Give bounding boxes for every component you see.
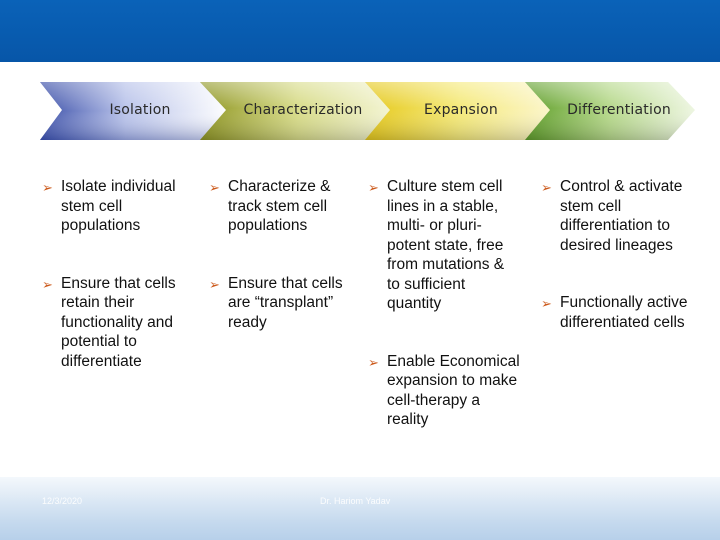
bullet-item: ➢ Ensure that cells retain their functio… [42, 274, 192, 372]
bullet-text: Ensure that cells retain their functiona… [61, 274, 176, 370]
footer-band [0, 477, 720, 540]
arrow-bullet-icon: ➢ [209, 180, 220, 195]
bullet-text: Control & activate stem cell differentia… [560, 178, 683, 254]
bullet-item: ➢ Characterize & track stem cell populat… [209, 177, 347, 236]
footer-author: Dr. Hariom Yadav [320, 496, 391, 506]
footer-date: 12/3/2020 [42, 496, 83, 506]
column-isolation: ➢ Isolate individual stem cell populatio… [42, 177, 192, 390]
step-label-differentiation: Differentiation [567, 102, 671, 118]
chevron-characterization: Characterization [200, 82, 395, 140]
bullet-item: ➢ Ensure that cells are “transplant” rea… [209, 274, 347, 333]
bullet-text: Culture stem cell lines in a stable, mul… [387, 178, 505, 312]
step-label-expansion: Expansion [424, 102, 498, 118]
chevron-differentiation: Differentiation [525, 82, 695, 140]
arrow-bullet-icon: ➢ [209, 276, 220, 292]
arrow-bullet-icon: ➢ [368, 354, 379, 370]
column-expansion: ➢ Culture stem cell lines in a stable, m… [368, 177, 520, 449]
arrow-bullet-icon: ➢ [368, 180, 379, 195]
column-characterization: ➢ Characterize & track stem cell populat… [209, 177, 347, 351]
bullet-item: ➢ Functionally active differentiated cel… [541, 293, 701, 332]
step-label-isolation: Isolation [109, 102, 170, 118]
chevron-expansion: Expansion [365, 82, 555, 140]
arrow-bullet-icon: ➢ [42, 180, 53, 195]
arrow-bullet-icon: ➢ [42, 276, 53, 292]
bullet-item: ➢ Isolate individual stem cell populatio… [42, 177, 192, 236]
arrow-bullet-icon: ➢ [541, 296, 552, 311]
arrow-bullet-icon: ➢ [541, 180, 552, 195]
bullet-text: Isolate individual stem cell populations [61, 178, 176, 234]
bullet-text: Enable Economical expansion to make cell… [387, 352, 520, 429]
bullet-item: ➢ Enable Economical expansion to make ce… [368, 352, 520, 430]
bullet-item: ➢ Culture stem cell lines in a stable, m… [368, 177, 520, 314]
process-chevrons: Isolation Characterization Expansion Dif… [40, 82, 695, 140]
bullet-text: Functionally active differentiated cells [560, 294, 688, 331]
column-differentiation: ➢ Control & activate stem cell different… [541, 177, 701, 351]
bullet-text: Characterize & track stem cell populatio… [228, 178, 331, 234]
bullet-item: ➢ Control & activate stem cell different… [541, 177, 701, 255]
chevron-isolation: Isolation [40, 82, 230, 140]
title-bar [0, 0, 720, 62]
bullet-text: Ensure that cells are “transplant” ready [228, 274, 343, 331]
step-label-characterization: Characterization [244, 102, 363, 118]
